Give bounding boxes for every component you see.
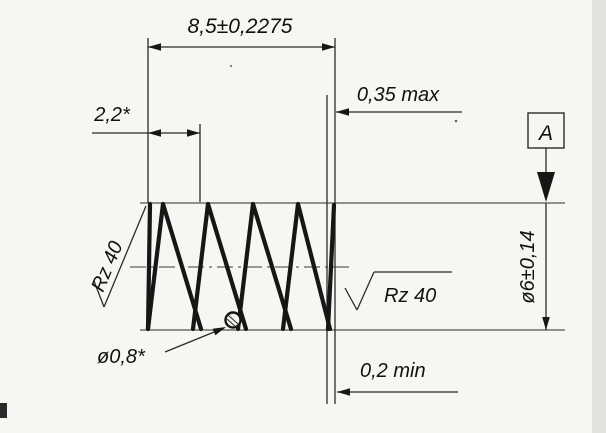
spring-right-end-coil [325,202,337,332]
spring-back-strand [295,201,333,332]
spring-body [145,201,337,332]
dim-outer-diameter: ø6±0,14 [517,230,539,303]
arrowhead [322,43,335,51]
roughness-label-left: Rz 40 [87,238,127,295]
dim-end-gap-bottom: 0,2 min [360,360,426,382]
arrowhead [542,317,550,330]
construction-lines [130,38,565,404]
dim-end-gap-top: 0,35 max [357,84,440,106]
spring-front-strand [145,201,166,332]
dim-wire-diameter: ø0,8* [97,346,146,368]
datum-label: A [537,122,553,145]
dimension-lines [92,43,550,396]
roughness-check-right [344,287,358,311]
arrowhead [337,388,350,396]
scan-speck [229,64,233,68]
spring-back-strand [160,201,204,332]
spring-left-end-coil [145,201,153,332]
spring-back-strand [205,201,249,332]
roughness-check-right [356,271,375,311]
roughness-check-left [103,205,147,308]
scan-speck [454,119,458,123]
arrowhead [187,129,200,137]
arrowhead [148,129,161,137]
arrowhead [148,43,161,51]
dimension-texts: 8,5±0,2275 0,35 max 2,2* ø6±0,14 ø0,8* 0… [93,15,539,382]
arrowhead [212,327,226,336]
scan-mark [0,403,7,418]
scan-artifacts [0,64,458,418]
wire-hatch-line [227,314,239,325]
datum-triangle [537,172,555,202]
dim-coil-pitch: 2,2* [93,104,131,126]
dim-free-length: 8,5±0,2275 [188,15,293,38]
roughness-label-right: Rz 40 [384,285,436,307]
wire-hatch-line [226,318,237,328]
spring-back-strand [250,201,294,332]
datum-feature: A [527,112,565,202]
roughness-check-left [93,280,105,308]
arrowhead [336,108,349,116]
